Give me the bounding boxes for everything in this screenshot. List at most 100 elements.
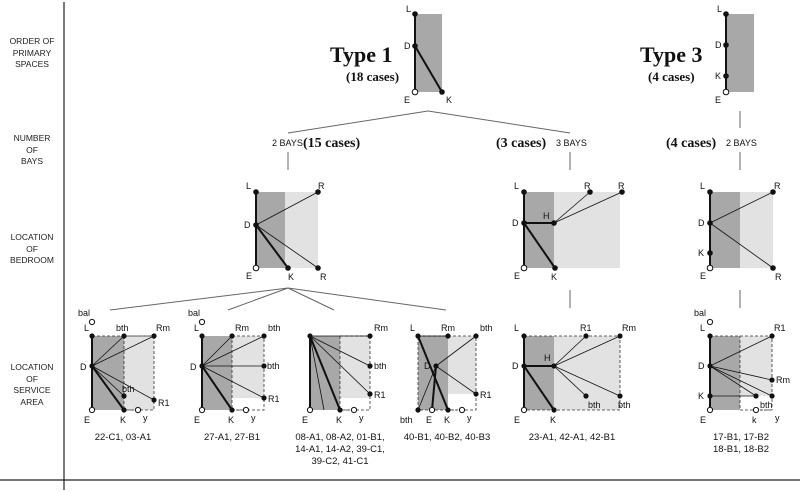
space-label: R [618,181,625,191]
space-label: Rm [235,323,249,333]
caption-c3-line2: 14-A1, 14-A2, 39-C1, [295,444,385,455]
space-label: D [190,362,197,372]
space-label: H [543,211,550,221]
space-label: K [336,415,342,425]
caption-c4: 40-B1, 40-B2, 40-B3 [404,432,491,443]
row-label-bays: NUMBER OF BAYS [13,133,51,166]
bays-2-cases: (15 cases) [303,136,360,151]
type1-primary-diagram: L D E K [404,4,452,105]
service-diagram-17-B1: bal L R1 D Rm K bth E k y [694,308,790,425]
space-label: E [514,271,520,281]
space-label: bth [480,323,493,333]
space-label: R1 [374,390,386,400]
space-label: E [700,415,706,425]
type1-count: (18 cases) [346,69,399,84]
type3-primary-diagram: L D K E [715,4,754,105]
space-label: L [700,323,705,333]
space-label: bth [116,323,129,333]
space-label: y [251,413,256,423]
space-label: D [698,218,705,228]
type3-bays-label: 2 BAYS [726,138,757,148]
space-label: k [752,415,757,425]
space-label: R [774,181,781,191]
space-label: Rm [374,323,388,333]
caption-c3-line1: 08-A1, 08-A2, 01-B1, [295,432,384,443]
type1-title: Type 1 [330,42,393,67]
service-diagram-22-C1: bal L bth Rm D bth R1 E K y [78,308,170,425]
space-label: L [410,323,415,333]
space-label: R [318,181,325,191]
space-label: D [424,361,431,371]
service-diagram-08-A1: Rm bth R1 E K y [302,323,388,425]
space-label: R1 [774,323,786,333]
space-label: Rm [156,323,170,333]
row-label-order: ORDER OF PRIMARY SPACES [9,36,55,69]
space-label: bth [588,400,601,410]
space-label: bth [122,384,135,394]
space-label: R1 [268,394,280,404]
space-label: K [551,272,557,282]
bedroom-diagram-type3-2bays: L R D K E R [698,181,782,282]
tree-connectors [109,110,741,311]
space-label: y [467,413,472,423]
row-label-service: LOCATION OF SERVICE AREA [10,362,54,407]
space-label: bth [760,400,773,410]
space-label: Rm [441,323,455,333]
space-label: H [544,353,551,363]
caption-c1: 22-C1, 03-A1 [95,432,152,443]
space-label: Rm [776,375,790,385]
space-label: D [80,362,87,372]
space-label: D [404,41,411,51]
space-label: E [194,415,200,425]
space-label: R [320,272,327,282]
space-label: bal [78,308,90,318]
space-label: L [514,181,519,191]
space-label: K [288,272,294,282]
space-label: D [512,361,519,371]
space-label: L [84,323,89,333]
space-label: K [228,415,234,425]
space-label: R [775,272,782,282]
space-label: L [514,323,519,333]
space-label: R1 [480,390,492,400]
type3-count: (4 cases) [648,69,695,84]
space-label: L [406,4,411,14]
service-diagram-23-A1: L R1 Rm H D bth bth E K [512,323,636,425]
space-label: bth [618,400,631,410]
captions: 22-C1, 03-A1 27-A1, 27-B1 08-A1, 08-A2, … [95,432,769,467]
type3-bays-cases: (4 cases) [666,136,716,151]
space-label: E [404,95,410,105]
space-label: K [698,391,704,401]
space-label: bal [188,308,200,318]
bedroom-diagram-type1-2bays: L R D E K R [244,181,327,282]
space-label: bth [268,323,281,333]
bays-2-label: 2 BAYS [272,138,303,148]
service-diagram-40-B1: L Rm bth D R1 bth E K y [400,323,493,425]
space-label: D [715,40,722,50]
space-label: R1 [158,398,170,408]
space-label: D [512,218,519,228]
space-label: E [84,415,90,425]
space-label: K [550,415,556,425]
space-label: K [698,248,704,258]
space-label: E [426,415,432,425]
row-label-bedroom: LOCATION OF BEDROOM [10,232,54,265]
space-label: bal [694,308,706,318]
space-label: E [700,271,706,281]
space-label: E [246,271,252,281]
space-label: E [302,415,308,425]
space-label: D [244,220,251,230]
type3-title: Type 3 [640,42,703,67]
space-label: R1 [580,323,592,333]
bays-3-cases: (3 cases) [496,136,546,151]
space-label: E [715,95,721,105]
space-label: y [143,413,148,423]
space-label: Rm [622,323,636,333]
caption-c3-line3: 39-C2, 41-C1 [311,456,368,467]
space-label: R [584,181,591,191]
caption-c5: 23-A1, 42-A1, 42-B1 [529,432,616,443]
space-label: L [717,4,722,14]
space-label: bth [267,361,280,371]
space-label: K [446,95,452,105]
